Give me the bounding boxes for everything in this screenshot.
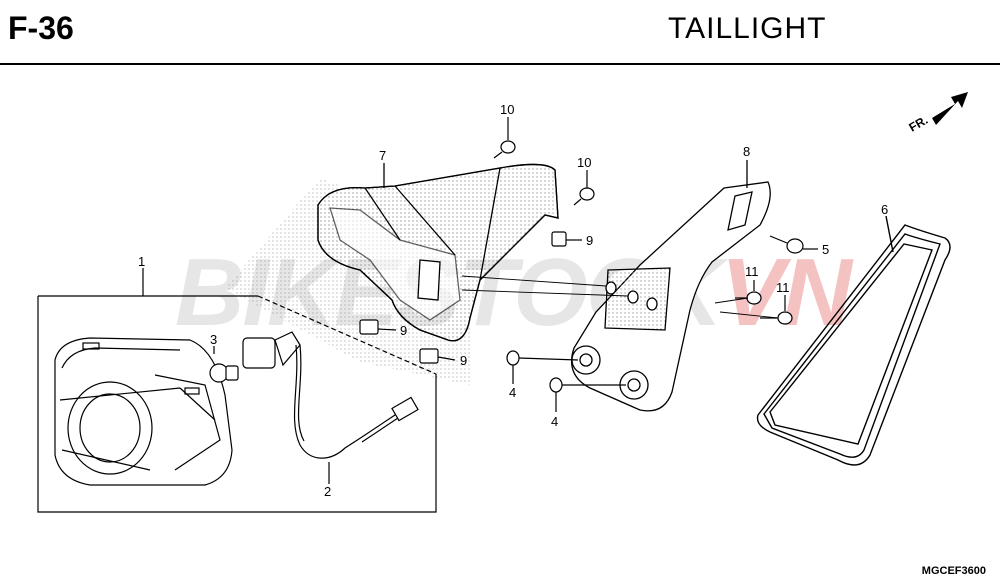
part-11-screw-upper[interactable]: [735, 280, 762, 305]
callout-2: 2: [324, 484, 331, 499]
callout-1: 1: [138, 254, 145, 269]
callout-4-upper: 4: [509, 385, 516, 400]
callout-9-upper: 9: [586, 233, 593, 248]
part-6-seal[interactable]: [756, 215, 951, 466]
callout-4-lower: 4: [551, 414, 558, 429]
figure-code: MGCEF3600: [921, 565, 986, 577]
part-7-housing[interactable]: [317, 163, 559, 342]
part-5-bolt[interactable]: [769, 235, 818, 254]
part-9-clip-upper[interactable]: [551, 231, 582, 247]
header-divider: [0, 63, 1000, 65]
callout-9-lower: 9: [460, 353, 467, 368]
callout-8: 8: [743, 144, 750, 159]
part-4-grommet-lower[interactable]: [549, 377, 626, 412]
callout-10-right: 10: [577, 155, 591, 170]
part-1-taillight-lens[interactable]: [37, 268, 437, 513]
front-arrow-icon: [932, 92, 968, 125]
part-2-socket-harness[interactable]: [242, 331, 419, 484]
assembly-leader-lines: [461, 275, 779, 319]
part-9-clip-middle[interactable]: [359, 319, 397, 335]
callout-7: 7: [379, 148, 386, 163]
callout-3: 3: [210, 332, 217, 347]
callout-9-middle: 9: [400, 323, 407, 338]
part-3-bulb[interactable]: [209, 346, 239, 383]
part-4-grommet-upper[interactable]: [506, 350, 579, 384]
callout-10-upper: 10: [500, 102, 514, 117]
front-direction-marker: FR.: [907, 92, 968, 135]
part-9-clip-lower[interactable]: [419, 348, 456, 364]
fr-label: FR.: [907, 113, 931, 135]
callout-5: 5: [822, 242, 829, 257]
callout-11-upper: 11: [745, 264, 759, 279]
part-10-screw-right[interactable]: [573, 170, 595, 206]
part-10-screw-upper[interactable]: [493, 117, 516, 159]
part-8-bracket[interactable]: [570, 160, 771, 412]
callout-6: 6: [881, 202, 888, 217]
callout-11-lower: 11: [776, 280, 790, 295]
page-code: F-36: [8, 10, 74, 46]
part-11-screw-lower[interactable]: [760, 295, 793, 325]
page-title: TAILLIGHT: [668, 12, 827, 45]
